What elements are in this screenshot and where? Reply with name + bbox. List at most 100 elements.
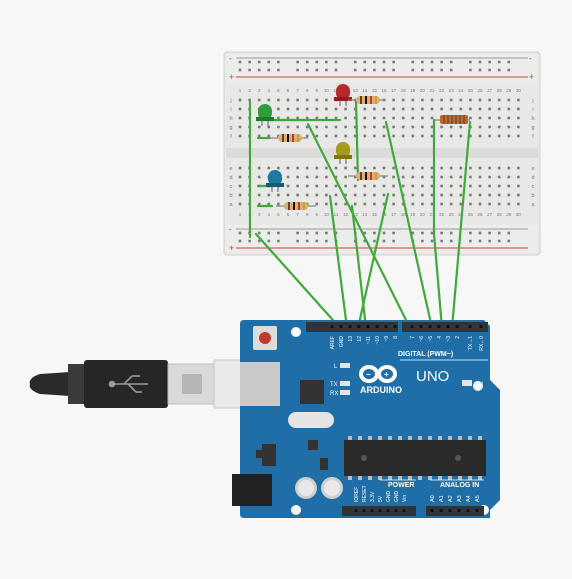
terminal-hole[interactable] (421, 166, 424, 170)
rail-hole[interactable] (430, 231, 434, 235)
rail-hole[interactable] (382, 68, 386, 72)
terminal-hole[interactable] (305, 166, 309, 170)
terminal-hole[interactable] (373, 116, 376, 120)
rail-hole[interactable] (392, 231, 395, 235)
terminal-hole[interactable] (517, 175, 520, 179)
terminal-hole[interactable] (257, 166, 261, 170)
terminal-hole[interactable] (459, 193, 463, 197)
rail-hole[interactable] (421, 231, 424, 235)
terminal-hole[interactable] (497, 134, 501, 138)
terminal-hole[interactable] (421, 202, 424, 206)
terminal-hole[interactable] (401, 116, 405, 120)
terminal-hole[interactable] (430, 202, 434, 206)
rail-hole[interactable] (238, 231, 242, 235)
terminal-hole[interactable] (497, 175, 501, 179)
rail-hole[interactable] (478, 239, 482, 243)
terminal-hole[interactable] (334, 184, 338, 188)
terminal-hole[interactable] (488, 166, 491, 170)
terminal-hole[interactable] (449, 175, 453, 179)
terminal-hole[interactable] (325, 116, 328, 120)
terminal-hole[interactable] (430, 166, 434, 170)
rail-hole[interactable] (296, 60, 299, 64)
header-pin[interactable] (457, 509, 461, 512)
header-pin[interactable] (439, 509, 443, 512)
terminal-hole[interactable] (286, 166, 290, 170)
rail-hole[interactable] (478, 231, 482, 235)
rail-hole[interactable] (325, 60, 328, 64)
rail-hole[interactable] (257, 231, 261, 235)
terminal-hole[interactable] (517, 166, 520, 170)
terminal-hole[interactable] (344, 184, 347, 188)
rail-hole[interactable] (363, 60, 367, 64)
terminal-hole[interactable] (488, 202, 491, 206)
terminal-hole[interactable] (382, 116, 386, 120)
terminal-hole[interactable] (325, 98, 328, 102)
terminal-hole[interactable] (411, 184, 415, 188)
terminal-hole[interactable] (449, 125, 453, 129)
terminal-hole[interactable] (267, 98, 271, 102)
terminal-hole[interactable] (382, 107, 386, 111)
terminal-hole[interactable] (305, 116, 309, 120)
terminal-hole[interactable] (421, 107, 424, 111)
terminal-hole[interactable] (334, 125, 338, 129)
terminal-hole[interactable] (507, 125, 511, 129)
rail-hole[interactable] (497, 231, 501, 235)
terminal-hole[interactable] (382, 193, 386, 197)
terminal-hole[interactable] (469, 134, 472, 138)
header-pin[interactable] (394, 509, 398, 512)
terminal-hole[interactable] (344, 166, 347, 170)
terminal-hole[interactable] (449, 107, 453, 111)
terminal-hole[interactable] (488, 134, 491, 138)
terminal-hole[interactable] (257, 175, 261, 179)
header-pin[interactable] (455, 325, 459, 328)
terminal-hole[interactable] (440, 107, 443, 111)
rail-hole[interactable] (267, 60, 271, 64)
rail-hole[interactable] (325, 239, 328, 243)
terminal-hole[interactable] (497, 116, 501, 120)
terminal-hole[interactable] (325, 202, 328, 206)
wire[interactable] (450, 120, 472, 330)
terminal-hole[interactable] (344, 193, 347, 197)
terminal-hole[interactable] (286, 116, 290, 120)
rail-hole[interactable] (267, 239, 271, 243)
resistor[interactable] (276, 202, 316, 210)
terminal-hole[interactable] (401, 107, 405, 111)
header-pin[interactable] (428, 325, 432, 328)
terminal-hole[interactable] (392, 107, 395, 111)
terminal-hole[interactable] (488, 175, 491, 179)
rail-hole[interactable] (440, 68, 443, 72)
rail-hole[interactable] (478, 60, 482, 64)
rail-hole[interactable] (430, 60, 434, 64)
terminal-hole[interactable] (277, 202, 280, 206)
terminal-hole[interactable] (430, 116, 434, 120)
terminal-hole[interactable] (430, 98, 434, 102)
terminal-hole[interactable] (353, 193, 357, 197)
terminal-hole[interactable] (469, 202, 472, 206)
terminal-hole[interactable] (517, 98, 520, 102)
terminal-hole[interactable] (459, 184, 463, 188)
terminal-hole[interactable] (296, 107, 299, 111)
terminal-hole[interactable] (411, 125, 415, 129)
rail-hole[interactable] (488, 231, 491, 235)
terminal-hole[interactable] (459, 175, 463, 179)
terminal-hole[interactable] (286, 125, 290, 129)
terminal-hole[interactable] (238, 175, 242, 179)
terminal-hole[interactable] (373, 134, 376, 138)
terminal-hole[interactable] (392, 134, 395, 138)
rail-hole[interactable] (305, 68, 309, 72)
rail-hole[interactable] (305, 239, 309, 243)
terminal-hole[interactable] (344, 134, 347, 138)
terminal-hole[interactable] (517, 202, 520, 206)
terminal-hole[interactable] (469, 193, 472, 197)
terminal-hole[interactable] (440, 98, 443, 102)
terminal-hole[interactable] (325, 107, 328, 111)
terminal-hole[interactable] (411, 107, 415, 111)
rail-hole[interactable] (449, 239, 453, 243)
rail-hole[interactable] (488, 60, 491, 64)
rail-hole[interactable] (267, 68, 271, 72)
rail-hole[interactable] (497, 239, 501, 243)
terminal-hole[interactable] (411, 175, 415, 179)
terminal-hole[interactable] (440, 125, 443, 129)
